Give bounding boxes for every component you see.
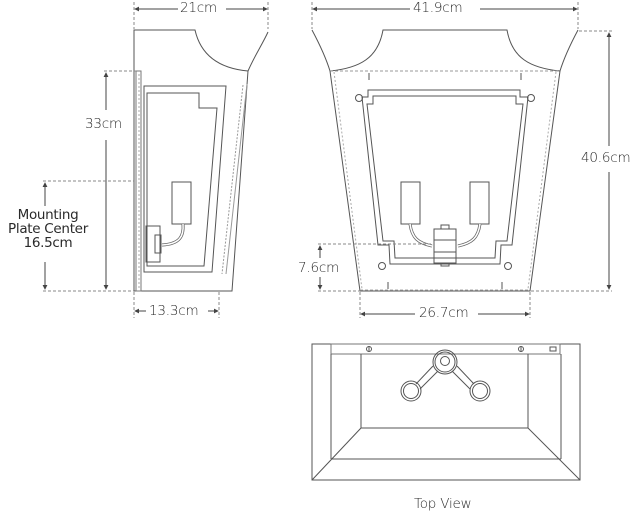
mounting-label-line1: Mounting: [17, 207, 79, 223]
mounting-plate-center-label: Mounting Plate Center 16.5cm: [0, 208, 96, 250]
side-view: [42, 2, 269, 318]
side-depth-label: 13.3cm: [149, 303, 199, 319]
backplate-height-label: 33cm: [85, 116, 122, 132]
mounting-label-line3: 16.5cm: [23, 235, 73, 251]
front-bottom-offset-label: 7.6cm: [298, 260, 340, 276]
top-view-caption: Top View: [414, 496, 472, 512]
front-view: [311, 2, 612, 318]
front-bottom-width-label: 26.7cm: [419, 305, 469, 321]
front-top-width-label: 41.9cm: [413, 0, 463, 16]
mounting-label-line2: Plate Center: [8, 221, 88, 237]
front-height-label: 40.6cm: [581, 150, 631, 166]
top-view: [311, 343, 581, 481]
side-width-label: 21cm: [180, 0, 217, 16]
